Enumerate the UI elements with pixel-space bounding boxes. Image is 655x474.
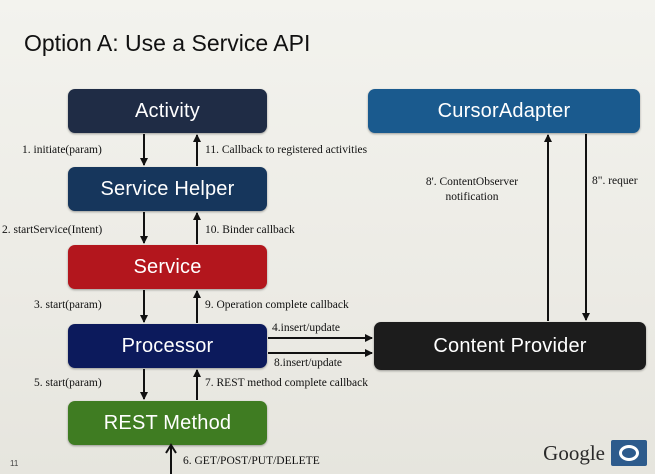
- label-insert-8: 8.insert/update: [274, 357, 343, 369]
- label-requery: 8". requer: [592, 175, 638, 187]
- content-provider-box: Content Provider: [374, 322, 646, 370]
- label-binder-callback: 10. Binder callback: [205, 224, 295, 236]
- processor-box: Processor: [68, 324, 267, 368]
- label-operation-complete: 9. Operation complete callback: [205, 299, 349, 311]
- slide-title: Option A: Use a Service API: [24, 30, 311, 56]
- label-start-service: 2. startService(Intent): [2, 224, 103, 236]
- rest-method-box: REST Method: [68, 401, 267, 445]
- label-start-5: 5. start(param): [34, 377, 102, 389]
- label-rest-complete: 7. REST method complete callback: [205, 377, 368, 389]
- label-callback-registered: 11. Callback to registered activities: [205, 144, 368, 156]
- label-insert-4: 4.insert/update: [272, 322, 341, 334]
- io-logo-icon: [611, 440, 647, 466]
- service-helper-box: Service Helper: [68, 167, 267, 211]
- arrow-http-head: [165, 443, 177, 454]
- google-io-logo: Google: [543, 440, 647, 466]
- cursor-adapter-box: CursorAdapter: [368, 89, 640, 133]
- label-initiate: 1. initiate(param): [22, 144, 102, 156]
- activity-box: Activity: [68, 89, 267, 133]
- io-badge-icon: [611, 440, 647, 466]
- label-content-observer: 8'. ContentObserver notification: [425, 176, 519, 203]
- google-wordmark: Google: [543, 440, 605, 465]
- label-http-methods: 6. GET/POST/PUT/DELETE: [183, 455, 320, 467]
- slide-number: 11: [10, 459, 19, 468]
- label-start-3: 3. start(param): [34, 299, 102, 311]
- service-box: Service: [68, 245, 267, 289]
